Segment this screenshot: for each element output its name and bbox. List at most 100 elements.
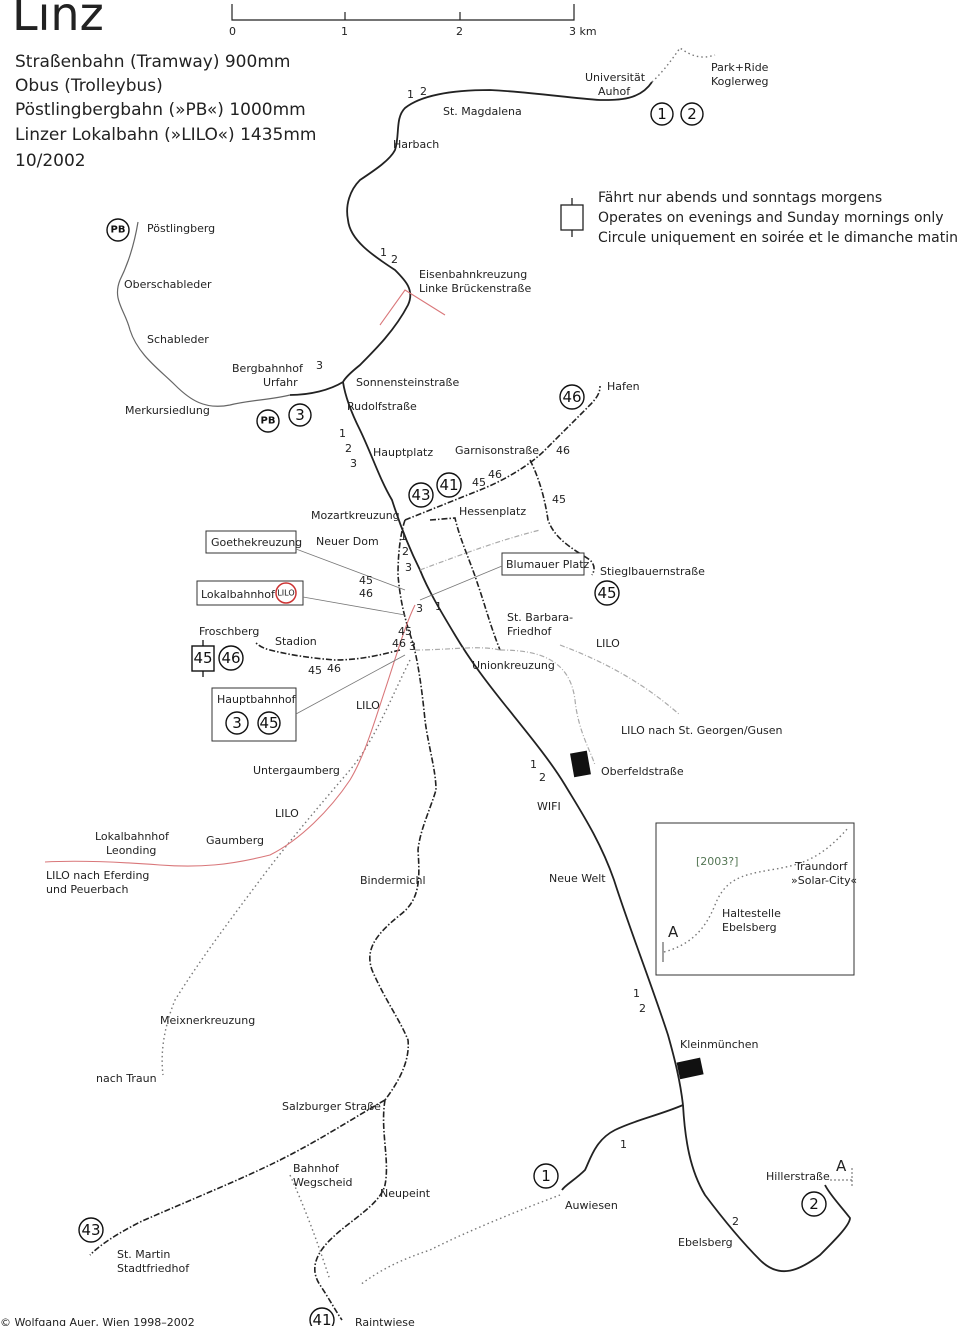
hauptbahnhof-box: Hauptbahnhof 3 45 bbox=[211, 687, 297, 742]
badge-41-mozart: 41 bbox=[436, 472, 462, 498]
svg-text:1: 1 bbox=[407, 88, 414, 101]
svg-text:1: 1 bbox=[657, 105, 667, 123]
svg-text:2: 2 bbox=[732, 1215, 739, 1228]
stop-auhof: Auhof bbox=[598, 85, 631, 98]
svg-text:1: 1 bbox=[400, 530, 407, 543]
evening-symbol bbox=[560, 204, 584, 231]
badge-1-auhof: 1 bbox=[650, 102, 674, 126]
inset-solar-city-label: »Solar-City« bbox=[791, 874, 857, 887]
stop-meixnerkreuzung: Meixnerkreuzung bbox=[160, 1014, 255, 1027]
svg-text:45: 45 bbox=[472, 476, 486, 489]
tram-line-1-2-north bbox=[342, 81, 653, 383]
badge-3-urfahr: 3 bbox=[288, 403, 312, 427]
badge-45-froschberg-evening: 45 bbox=[191, 640, 215, 677]
svg-text:2: 2 bbox=[345, 442, 352, 455]
stop-stadtfriedhof: Stadtfriedhof bbox=[117, 1262, 190, 1275]
svg-text:46: 46 bbox=[327, 662, 341, 675]
stop-neuer-dom: Neuer Dom bbox=[316, 535, 379, 548]
scale-tick-1: 1 bbox=[341, 25, 348, 38]
stop-eisenbahnkreuzung: Eisenbahnkreuzung bbox=[419, 268, 527, 281]
stop-lilo-st-georgen: LILO nach St. Georgen/Gusen bbox=[621, 724, 783, 737]
stop-poestlingberg: Pöstlingberg bbox=[147, 222, 215, 235]
lilo-line-wegscheid bbox=[289, 1174, 561, 1286]
stop-universitaet: Universität bbox=[585, 71, 646, 84]
stop-ebelsberg: Ebelsberg bbox=[678, 1236, 733, 1249]
svg-text:3: 3 bbox=[416, 602, 423, 615]
stop-wegscheid: Wegscheid bbox=[293, 1176, 353, 1189]
scale-bar: 0 1 2 3 km bbox=[229, 4, 597, 38]
badge-1-auwiesen: 1 bbox=[533, 1163, 559, 1189]
svg-text:45: 45 bbox=[398, 625, 412, 638]
stop-hessenplatz: Hessenplatz bbox=[459, 505, 526, 518]
svg-text:A: A bbox=[836, 1157, 847, 1175]
badge-pb-urfahr: PB bbox=[256, 409, 280, 433]
svg-text:2: 2 bbox=[402, 545, 409, 558]
lilo-label-east: LILO bbox=[596, 637, 620, 650]
note-en: Operates on evenings and Sunday mornings… bbox=[598, 210, 944, 226]
stop-neupeint: Neupeint bbox=[380, 1187, 431, 1200]
stop-lilo-eferding: LILO nach Eferding bbox=[46, 869, 149, 882]
marker-a-hiller: A bbox=[830, 1157, 853, 1188]
stop-garnisonstrasse: Garnisonstraße bbox=[455, 444, 539, 457]
trolleybus-41-raintwiese bbox=[314, 1099, 388, 1321]
route-numbers: 1 2 1 2 3 1 2 3 45 46 46 45 1 2 3 45 46 … bbox=[308, 85, 739, 1228]
svg-text:3: 3 bbox=[232, 714, 242, 732]
stop-hafen: Hafen bbox=[607, 380, 640, 393]
stop-linke-brueckenstrasse: Linke Brückenstraße bbox=[419, 282, 531, 295]
stop-st-barbara: St. Barbara- bbox=[507, 611, 573, 624]
badge-lilo: LILO bbox=[277, 589, 294, 598]
svg-text:46: 46 bbox=[562, 388, 581, 406]
stop-parkride: Park+Ride bbox=[711, 61, 769, 74]
stop-peuerbach: und Peuerbach bbox=[46, 883, 128, 896]
badge-46-hafen: 46 bbox=[559, 384, 585, 410]
stop-st-magdalena: St. Magdalena bbox=[443, 105, 522, 118]
stop-sonnensteinstrasse: Sonnensteinstraße bbox=[356, 376, 459, 389]
lilo-line-south bbox=[161, 659, 411, 1076]
stop-koglerweg: Koglerweg bbox=[711, 75, 768, 88]
badge-43-st-martin: 43 bbox=[78, 1217, 104, 1243]
lilo-st-georgen bbox=[419, 529, 681, 766]
lilo-red-eferding bbox=[44, 604, 416, 867]
inset-route bbox=[663, 827, 849, 953]
stop-raintwiese: Raintwiese bbox=[355, 1316, 415, 1326]
stop-st-martin: St. Martin bbox=[117, 1248, 170, 1261]
evening-note: Fährt nur abends und sonntags morgens Op… bbox=[560, 190, 958, 246]
svg-text:2: 2 bbox=[809, 1195, 819, 1213]
stop-hauptbahnhof: Hauptbahnhof bbox=[217, 693, 297, 706]
svg-text:46: 46 bbox=[488, 468, 502, 481]
svg-text:1: 1 bbox=[380, 246, 387, 259]
stop-friedhof: Friedhof bbox=[507, 625, 553, 638]
svg-text:45: 45 bbox=[193, 649, 212, 667]
badge-45-stieglbauern: 45 bbox=[594, 580, 620, 606]
stop-mozartkreuzung: Mozartkreuzung bbox=[311, 509, 400, 522]
trolleybus-froschberg-stadion bbox=[254, 641, 401, 661]
inset-year: [2003?] bbox=[696, 855, 738, 868]
inset-a: A bbox=[668, 923, 679, 941]
stop-lokalbahnhof: Lokalbahnhof bbox=[201, 588, 276, 601]
poestlingbergbahn-line bbox=[116, 221, 291, 407]
badge-pb-poestlingberg: PB bbox=[106, 218, 130, 242]
scale-tick-0: 0 bbox=[229, 25, 236, 38]
copyright: © Wolfgang Auer, Wien 1998–2002 bbox=[0, 1316, 195, 1326]
stop-oberfeldstrasse: Oberfeldstraße bbox=[601, 765, 684, 778]
svg-text:43: 43 bbox=[411, 486, 430, 504]
map-title: Linz bbox=[12, 0, 104, 41]
trolleybus-garnison-hafen bbox=[404, 385, 601, 521]
lilo-label-center: LILO bbox=[356, 699, 380, 712]
stop-froschberg: Froschberg bbox=[199, 625, 259, 638]
stop-lokalbahnhof-leonding: Lokalbahnhof bbox=[95, 830, 170, 843]
stop-harbach: Harbach bbox=[393, 138, 439, 151]
svg-text:3: 3 bbox=[295, 406, 305, 424]
stop-stadion: Stadion bbox=[275, 635, 317, 648]
svg-text:2: 2 bbox=[420, 85, 427, 98]
stop-nach-traun: nach Traun bbox=[96, 1072, 157, 1085]
badge-41-raintwiese: 41 bbox=[309, 1307, 335, 1326]
stop-goethekreuzung: Goethekreuzung bbox=[211, 536, 302, 549]
tram-line-1-auwiesen bbox=[561, 1104, 684, 1191]
svg-text:1: 1 bbox=[633, 987, 640, 1000]
svg-text:46: 46 bbox=[392, 637, 406, 650]
legend-poestlingbergbahn: Pöstlingbergbahn (»PB«) 1000mm bbox=[15, 100, 306, 120]
trolleybus-45-stieglbauern bbox=[529, 459, 595, 576]
lokalbahnhof-box: Lokalbahnhof LILO bbox=[196, 580, 304, 606]
